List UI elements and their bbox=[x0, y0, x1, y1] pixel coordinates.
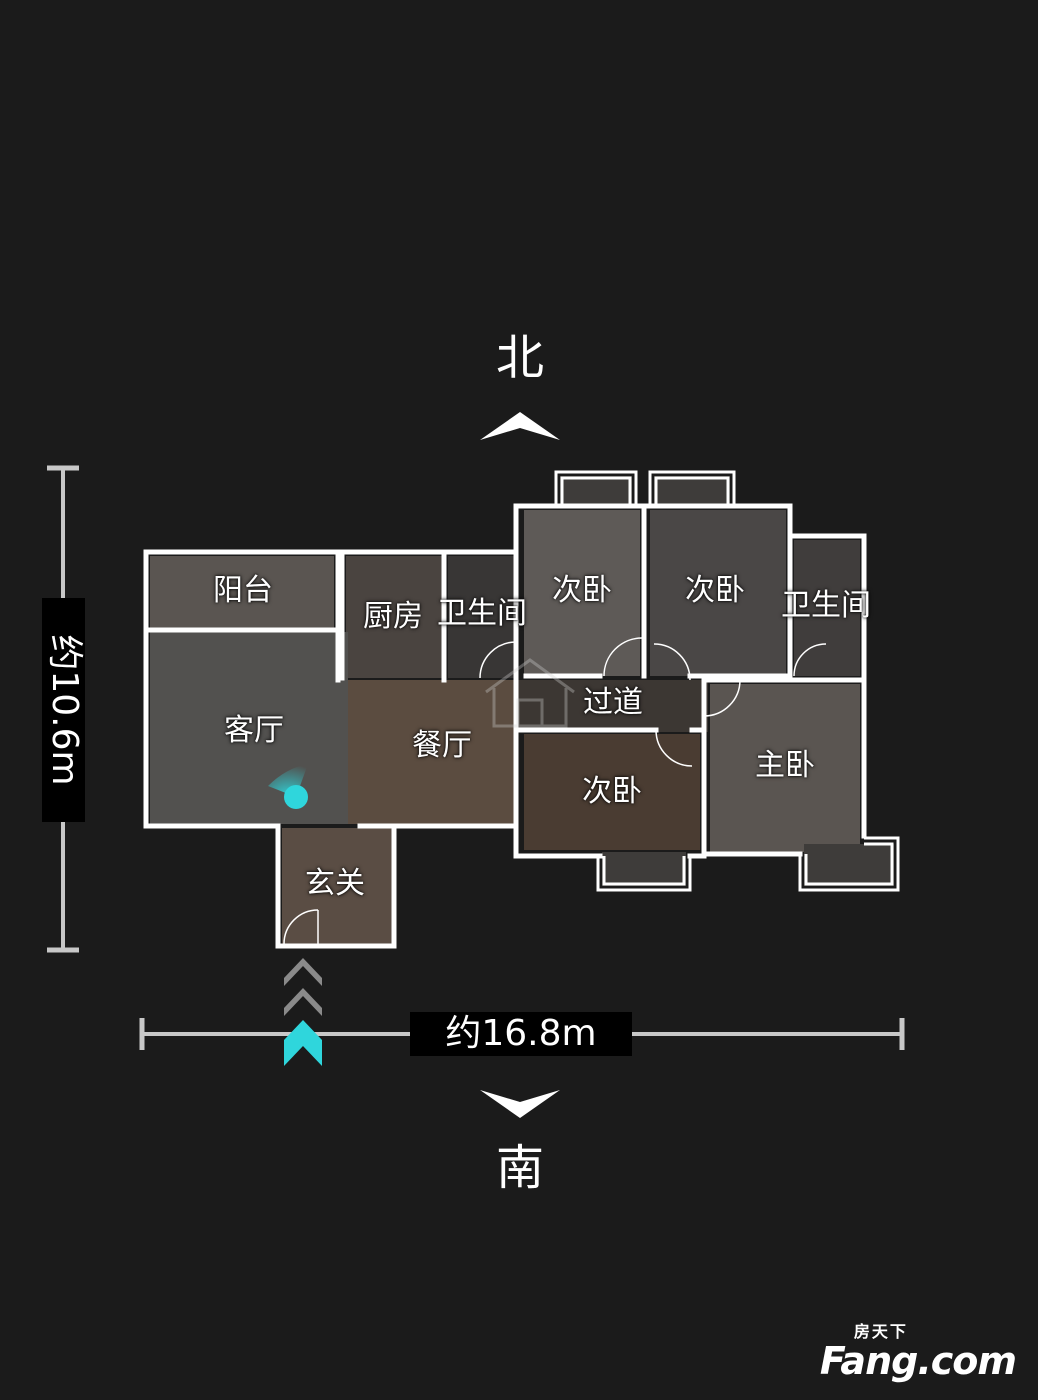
bay-window-n1-floor bbox=[560, 476, 632, 508]
hallway-floor[interactable] bbox=[518, 680, 708, 732]
room-label-entrance: 玄关 bbox=[305, 866, 365, 901]
bay-window-n2-floor bbox=[654, 476, 730, 508]
room-label-living-room: 客厅 bbox=[224, 713, 284, 748]
room-label-bedroom-south: 次卧 bbox=[582, 774, 642, 809]
chevron-down-icon[interactable] bbox=[475, 1086, 565, 1126]
house-watermark-icon bbox=[485, 658, 575, 728]
entry-arrows-icon[interactable] bbox=[284, 958, 322, 1066]
bay-windows bbox=[554, 470, 900, 892]
bedroom-south-floor[interactable] bbox=[524, 734, 700, 850]
bay-window-s2-floor bbox=[804, 844, 894, 886]
doors bbox=[283, 637, 827, 945]
entrance-floor[interactable] bbox=[282, 828, 392, 944]
room-label-bedroom-north-1: 次卧 bbox=[552, 573, 612, 608]
kitchen-floor[interactable] bbox=[346, 556, 442, 678]
room-floors bbox=[150, 476, 894, 944]
balcony-floor[interactable] bbox=[150, 556, 334, 628]
bedroom-north-1-floor[interactable] bbox=[524, 510, 640, 676]
living-room-floor[interactable] bbox=[150, 632, 348, 824]
master-bedroom-floor[interactable] bbox=[710, 684, 860, 852]
fang-watermark: 房天下 Fang.com bbox=[819, 1318, 1017, 1383]
north-label: 北 bbox=[495, 330, 544, 386]
south-label: 南 bbox=[495, 1140, 544, 1196]
room-label-hallway: 过道 bbox=[583, 685, 643, 720]
room-label-kitchen: 厨房 bbox=[363, 599, 423, 634]
width-dimension-label: 约16.8m bbox=[410, 1012, 632, 1056]
chevron-up-icon[interactable] bbox=[475, 404, 565, 444]
room-label-dining-room: 餐厅 bbox=[412, 728, 472, 763]
watermark-brand-cn: 房天下 bbox=[853, 1322, 908, 1341]
room-label-bathroom-2: 卫生间 bbox=[781, 588, 871, 623]
bathroom-2-floor[interactable] bbox=[794, 540, 860, 676]
bathroom-1-floor[interactable] bbox=[448, 556, 514, 678]
room-label-master-bedroom: 主卧 bbox=[755, 748, 815, 783]
viewer-position-icon[interactable] bbox=[268, 764, 308, 809]
room-label-bedroom-north-2: 次卧 bbox=[685, 573, 745, 608]
room-label-balcony: 阳台 bbox=[213, 573, 273, 608]
bay-window-s1-floor bbox=[602, 852, 686, 886]
walls bbox=[143, 503, 867, 949]
watermark-brand: Fang.com bbox=[819, 1339, 1017, 1383]
height-dimension-box bbox=[42, 598, 85, 822]
dining-room-floor[interactable] bbox=[348, 680, 516, 824]
room-label-bathroom-1: 卫生间 bbox=[437, 596, 527, 631]
